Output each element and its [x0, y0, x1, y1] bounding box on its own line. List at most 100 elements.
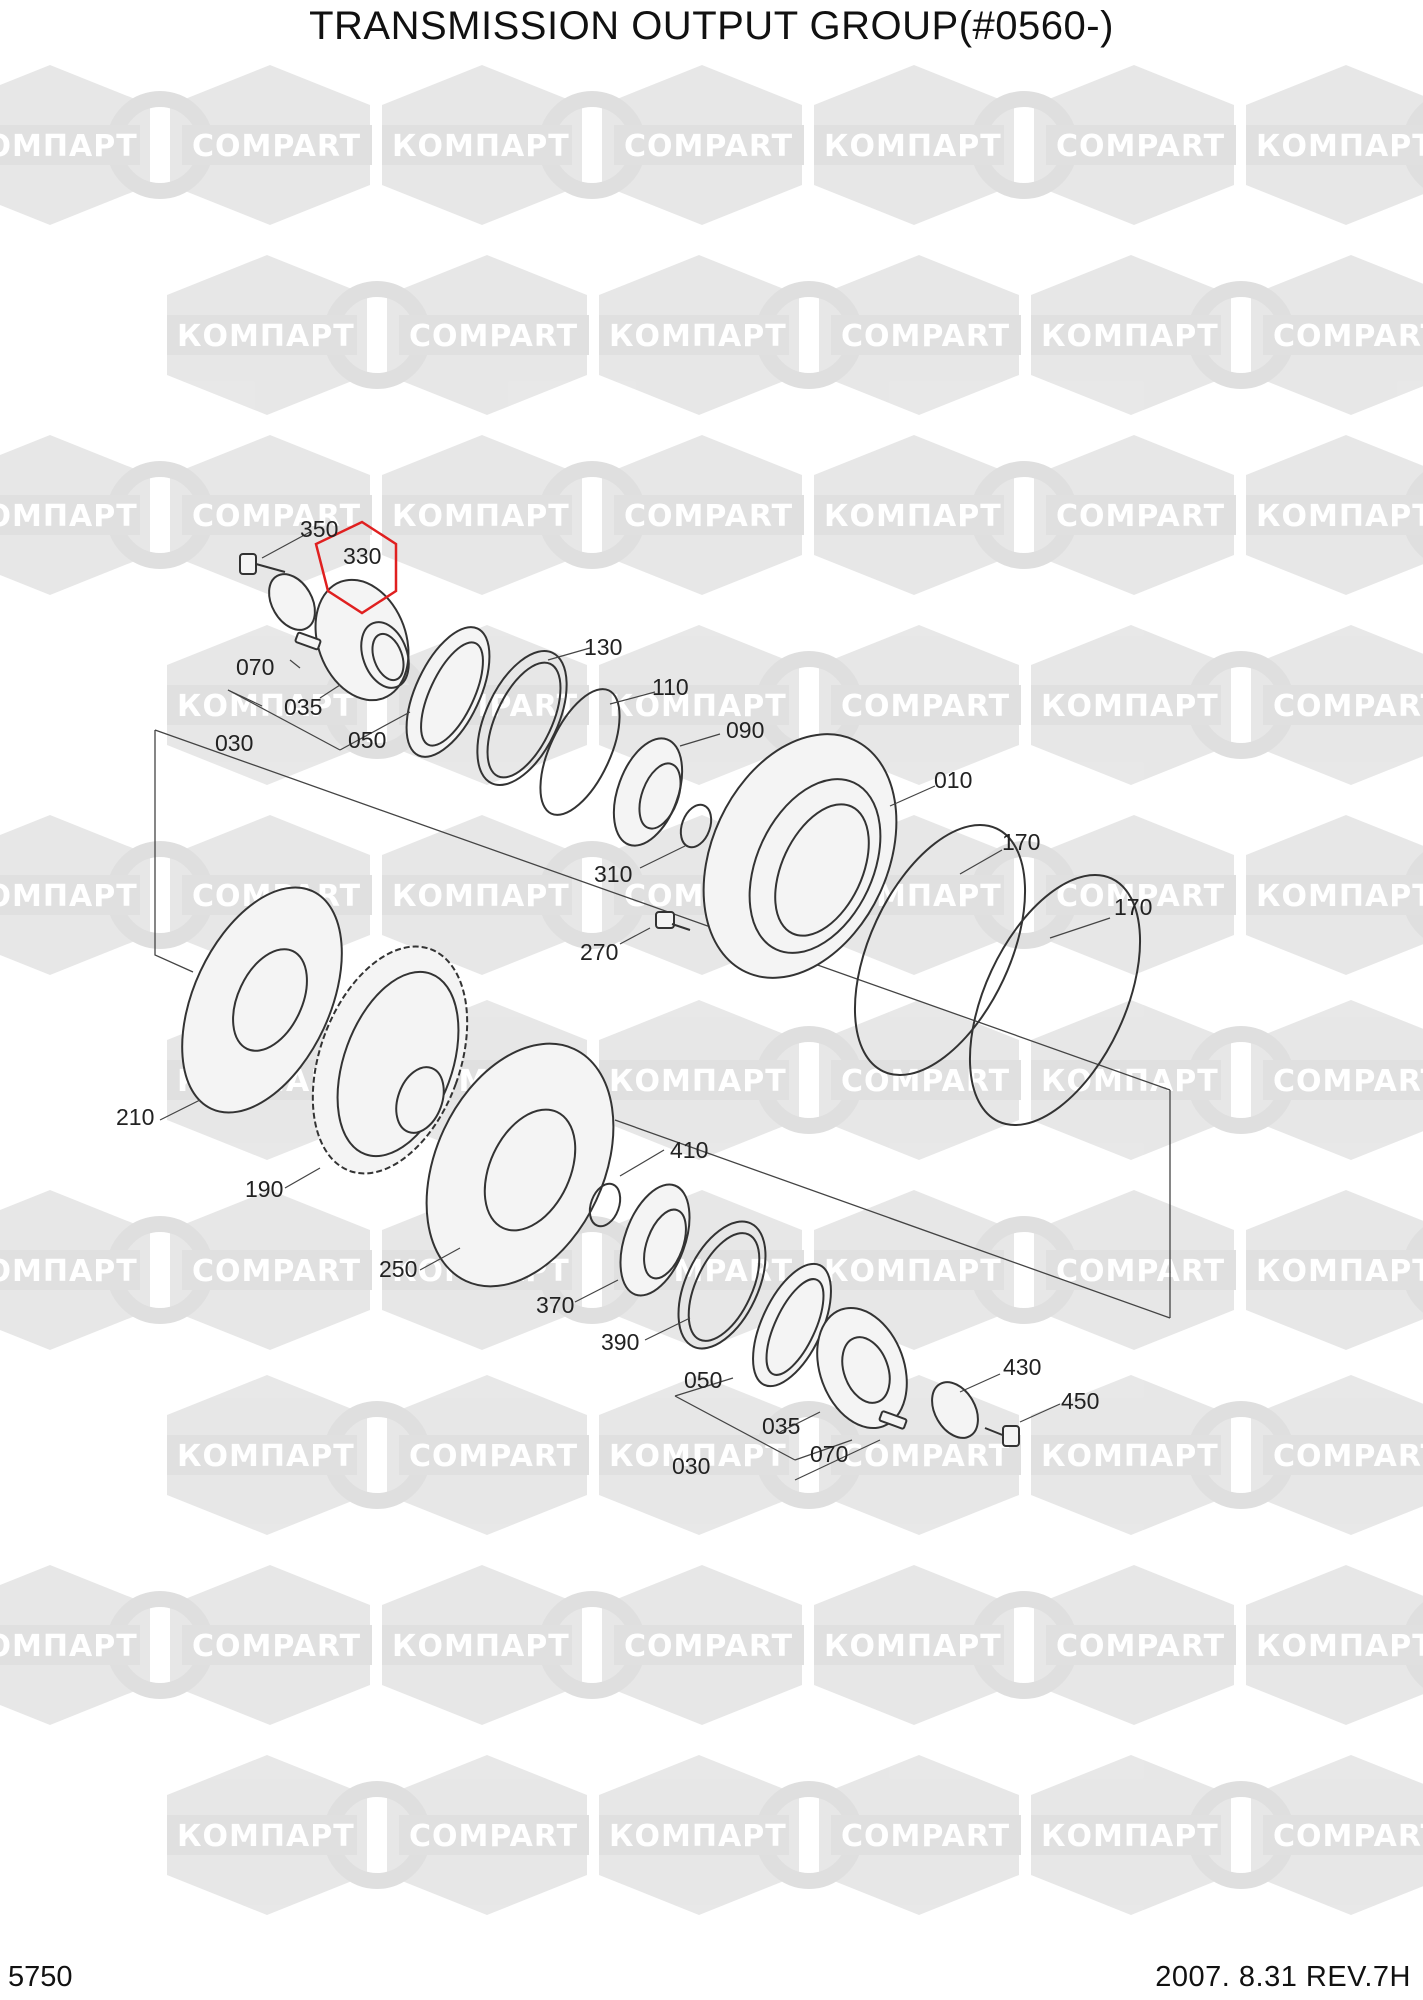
svg-text:КОМПАРТ: КОМПАРТ [392, 1629, 570, 1664]
svg-text:COMPART: COMPART [1273, 1819, 1423, 1854]
svg-text:COMPART: COMPART [192, 1254, 361, 1289]
svg-text:COMPART: COMPART [1273, 1064, 1423, 1099]
callout-190[interactable]: 190 [245, 1176, 283, 1202]
watermark-tile: КОМПАРТ COMPART [1031, 1375, 1423, 1535]
callout-370[interactable]: 370 [536, 1292, 574, 1318]
callout-035[interactable]: 035 [284, 694, 322, 720]
svg-text:COMPART: COMPART [1273, 319, 1423, 354]
svg-text:КОМПАРТ: КОМПАРТ [0, 879, 138, 914]
svg-text:КОМПАРТ: КОМПАРТ [1041, 689, 1219, 724]
svg-text:КОМПАРТ: КОМПАРТ [1256, 499, 1423, 534]
callout-050[interactable]: 050 [348, 727, 386, 753]
callout-250[interactable]: 250 [379, 1256, 417, 1282]
watermark-tile: КОМПАРТ COMPART [0, 65, 372, 225]
watermark-tile: КОМПАРТ COMPART [1031, 1755, 1423, 1915]
part-190-gear [311, 945, 469, 1175]
svg-text:COMPART: COMPART [841, 1819, 1010, 1854]
svg-text:КОМПАРТ: КОМПАРТ [609, 1439, 787, 1474]
svg-text:КОМПАРТ: КОМПАРТ [0, 1629, 138, 1664]
callout-410[interactable]: 410 [670, 1137, 708, 1163]
svg-text:КОМПАРТ: КОМПАРТ [392, 499, 570, 534]
svg-text:COMPART: COMPART [192, 129, 361, 164]
watermark-tile: КОМПАРТ COMPART [382, 435, 804, 595]
svg-text:КОМПАРТ: КОМПАРТ [1256, 1254, 1423, 1289]
svg-text:КОМПАРТ: КОМПАРТ [1256, 129, 1423, 164]
svg-text:COMPART: COMPART [409, 1439, 578, 1474]
svg-text:КОМПАРТ: КОМПАРТ [1041, 1819, 1219, 1854]
svg-text:КОМПАРТ: КОМПАРТ [392, 129, 570, 164]
callout-390[interactable]: 390 [601, 1329, 639, 1355]
svg-text:КОМПАРТ: КОМПАРТ [392, 879, 570, 914]
callout-170b[interactable]: 170 [1114, 894, 1152, 920]
page-title: TRANSMISSION OUTPUT GROUP(#0560-) [309, 4, 1114, 48]
highlight-330 [314, 520, 398, 615]
svg-text:COMPART: COMPART [409, 1819, 578, 1854]
svg-text:КОМПАРТ: КОМПАРТ [1041, 319, 1219, 354]
svg-text:COMPART: COMPART [841, 1439, 1010, 1474]
callout-450[interactable]: 450 [1061, 1388, 1099, 1414]
callout-170[interactable]: 170 [1002, 829, 1040, 855]
part-010-housing [702, 733, 898, 979]
svg-text:КОМПАРТ: КОМПАРТ [1041, 1439, 1219, 1474]
callout-310[interactable]: 310 [594, 861, 632, 887]
svg-text:КОМПАРТ: КОМПАРТ [1256, 1629, 1423, 1664]
watermark-tile: КОМПАРТ COMPART [814, 65, 1236, 225]
svg-text:КОМПАРТ: КОМПАРТ [824, 499, 1002, 534]
callout-030[interactable]: 030 [215, 730, 253, 756]
svg-text:COMPART: COMPART [624, 1629, 793, 1664]
callout-030b[interactable]: 030 [672, 1453, 710, 1479]
svg-text:COMPART: COMPART [1056, 1254, 1225, 1289]
watermark-tile: КОМПАРТ COMPART [382, 1565, 804, 1725]
svg-text:КОМПАРТ: КОМПАРТ [177, 1819, 355, 1854]
watermark-tile: КОМПАРТ COMPART [599, 255, 1021, 415]
callout-210[interactable]: 210 [116, 1104, 154, 1130]
svg-text:КОМПАРТ: КОМПАРТ [609, 689, 787, 724]
svg-text:КОМПАРТ: КОМПАРТ [0, 129, 138, 164]
callout-010[interactable]: 010 [934, 767, 972, 793]
callout-350[interactable]: 350 [300, 516, 338, 542]
svg-text:COMPART: COMPART [624, 499, 793, 534]
callout-050b[interactable]: 050 [684, 1367, 722, 1393]
watermark-tile: КОМПАРТ COMPART [167, 1755, 589, 1915]
svg-text:КОМПАРТ: КОМПАРТ [609, 1064, 787, 1099]
page-number: 5750 [8, 1961, 73, 1993]
callout-270[interactable]: 270 [580, 939, 618, 965]
watermark-tile: КОМПАРТ COMPART [1031, 255, 1423, 415]
watermark-tile: КОМПАРТ COMPART [382, 65, 804, 225]
svg-text:КОМПАРТ: КОМПАРТ [0, 1254, 138, 1289]
part-350-bolt [239, 553, 286, 575]
callout-035b[interactable]: 035 [762, 1413, 800, 1439]
callout-330[interactable]: 330 [343, 543, 381, 569]
svg-text:КОМПАРТ: КОМПАРТ [177, 319, 355, 354]
svg-text:COMPART: COMPART [841, 319, 1010, 354]
svg-text:COMPART: COMPART [1273, 1439, 1423, 1474]
callout-090[interactable]: 090 [726, 717, 764, 743]
callout-070[interactable]: 070 [236, 654, 274, 680]
callout-070b[interactable]: 070 [810, 1441, 848, 1467]
watermark-tile: КОМПАРТ COMPART [0, 1190, 372, 1350]
callout-430[interactable]: 430 [1003, 1354, 1041, 1380]
svg-text:COMPART: COMPART [1056, 129, 1225, 164]
callout-110[interactable]: 110 [652, 674, 689, 700]
callout-130[interactable]: 130 [584, 634, 622, 660]
svg-text:COMPART: COMPART [841, 689, 1010, 724]
svg-text:COMPART: COMPART [1056, 1629, 1225, 1664]
svg-text:КОМПАРТ: КОМПАРТ [609, 319, 787, 354]
svg-text:КОМПАРТ: КОМПАРТ [1256, 879, 1423, 914]
svg-text:COMPART: COMPART [624, 129, 793, 164]
svg-text:КОМПАРТ: КОМПАРТ [824, 129, 1002, 164]
svg-text:КОМПАРТ: КОМПАРТ [177, 689, 355, 724]
svg-text:КОМПАРТ: КОМПАРТ [824, 1254, 1002, 1289]
parts-drawing: 350 330 070 035 030 050 130 110 090 010 … [116, 516, 1171, 1481]
svg-text:COMPART: COMPART [192, 499, 361, 534]
